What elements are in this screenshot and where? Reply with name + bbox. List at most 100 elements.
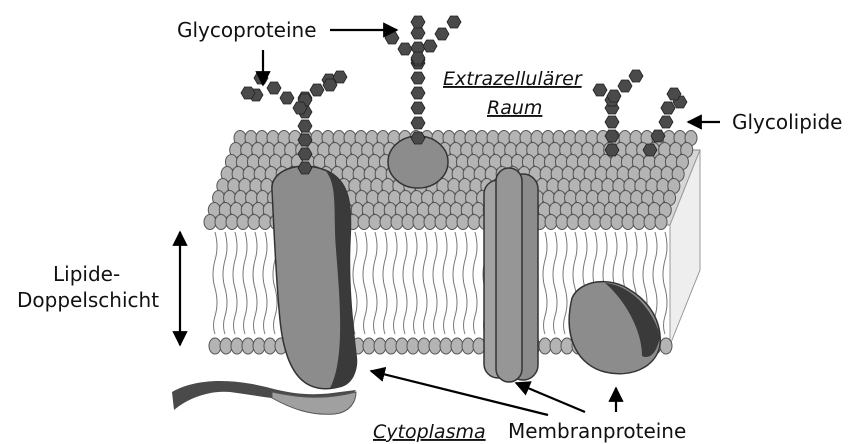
lipid-head: [435, 215, 447, 230]
lipid-head: [226, 215, 238, 230]
sugar-unit: [411, 72, 425, 84]
sugar-unit: [605, 116, 619, 128]
lipid-head: [418, 338, 430, 354]
lipid-tail: [223, 232, 227, 334]
lipid-tail: [453, 232, 457, 334]
label-cytoplasma: Cytoplasma: [373, 421, 486, 443]
lipid-head: [611, 215, 623, 230]
lipid-head: [655, 215, 667, 230]
sugar-unit: [385, 32, 399, 44]
lipid-head: [231, 338, 243, 354]
lipid-head: [402, 215, 414, 230]
lipid-tail: [213, 232, 217, 334]
membrane-protein-left: [272, 166, 357, 389]
lipid-head: [363, 338, 375, 354]
lipid-head: [358, 215, 370, 230]
lipid-head: [578, 215, 590, 230]
lipid-tail: [353, 232, 357, 334]
lipid-head: [561, 338, 573, 354]
lipid-head: [413, 215, 425, 230]
lipid-head: [589, 215, 601, 230]
lipid-head: [600, 215, 612, 230]
sugar-unit: [298, 148, 312, 160]
membranproteine-arrow-mid: [516, 383, 585, 412]
sugar-unit: [435, 28, 449, 40]
label-lipide: Lipide-: [53, 262, 120, 286]
sugar-unit: [298, 120, 312, 132]
membrane-protein-channel: [484, 168, 538, 382]
lipid-tail: [233, 232, 237, 334]
lipid-tail: [563, 232, 567, 334]
sugar-unit: [398, 43, 412, 55]
lipid-head: [539, 338, 551, 354]
lipid-head: [660, 338, 672, 354]
lipid-tail: [663, 232, 667, 334]
lipid-tail: [393, 232, 397, 334]
label-doppelschicht: Doppelschicht: [17, 288, 159, 312]
sugar-unit: [618, 80, 632, 92]
lipid-tail: [363, 232, 367, 334]
lipid-tail: [463, 232, 467, 334]
sugar-unit: [659, 116, 673, 128]
sugar-unit: [241, 87, 255, 99]
lipid-tail: [243, 232, 247, 334]
sugar-unit: [333, 71, 347, 83]
lipid-head: [429, 338, 441, 354]
lipid-head: [462, 338, 474, 354]
lipid-head: [545, 215, 557, 230]
sugar-unit: [605, 130, 619, 142]
lipid-tail: [403, 232, 407, 334]
lipid-head: [253, 338, 265, 354]
sugar-unit: [280, 92, 294, 104]
lipid-head: [473, 338, 485, 354]
lipid-head: [396, 338, 408, 354]
sugar-unit: [254, 72, 268, 84]
lipid-head: [380, 215, 392, 230]
lipid-tail: [553, 232, 557, 334]
lipid-tail: [433, 232, 437, 334]
sugar-unit: [411, 117, 425, 129]
lipid-head: [633, 215, 645, 230]
sugar-unit: [267, 82, 281, 94]
lipid-head: [204, 215, 216, 230]
lipid-head: [468, 215, 480, 230]
lipid-head: [457, 215, 469, 230]
sugar-unit: [411, 87, 425, 99]
sugar-unit: [411, 132, 425, 144]
label-membranproteine: Membranproteine: [508, 419, 686, 443]
lipid-tail: [423, 232, 427, 334]
lipid-head: [407, 338, 419, 354]
lipid-head: [248, 215, 260, 230]
sugar-unit: [607, 90, 621, 102]
lipid-head: [220, 338, 232, 354]
lipid-head: [385, 338, 397, 354]
lipid-head: [622, 215, 634, 230]
lipid-head: [259, 215, 271, 230]
lipid-head: [237, 215, 249, 230]
lipid-head: [446, 215, 458, 230]
lipid-head: [215, 215, 227, 230]
sugar-unit: [411, 16, 425, 28]
sugar-unit: [293, 102, 307, 114]
sugar-unit: [411, 27, 425, 39]
sugar-unit: [667, 88, 681, 100]
sugar-unit: [411, 102, 425, 114]
lipid-head: [550, 338, 562, 354]
lipid-head: [391, 215, 403, 230]
lipid-tail: [263, 232, 267, 334]
sugar-unit: [411, 52, 425, 64]
sugar-unit: [605, 144, 619, 156]
lipid-head: [209, 338, 221, 354]
lipid-tail: [543, 232, 547, 334]
sugar-unit: [643, 144, 657, 156]
sugar-unit: [298, 134, 312, 146]
sugar-unit: [310, 84, 324, 96]
sugar-unit: [298, 162, 312, 174]
label-extrazellularer: Extrazellulärer: [443, 68, 583, 90]
lipid-head: [424, 215, 436, 230]
lipid-head: [242, 338, 254, 354]
lipid-head: [369, 215, 381, 230]
lipid-tail: [383, 232, 387, 334]
lipid-head: [264, 338, 276, 354]
sugar-unit: [661, 102, 675, 114]
